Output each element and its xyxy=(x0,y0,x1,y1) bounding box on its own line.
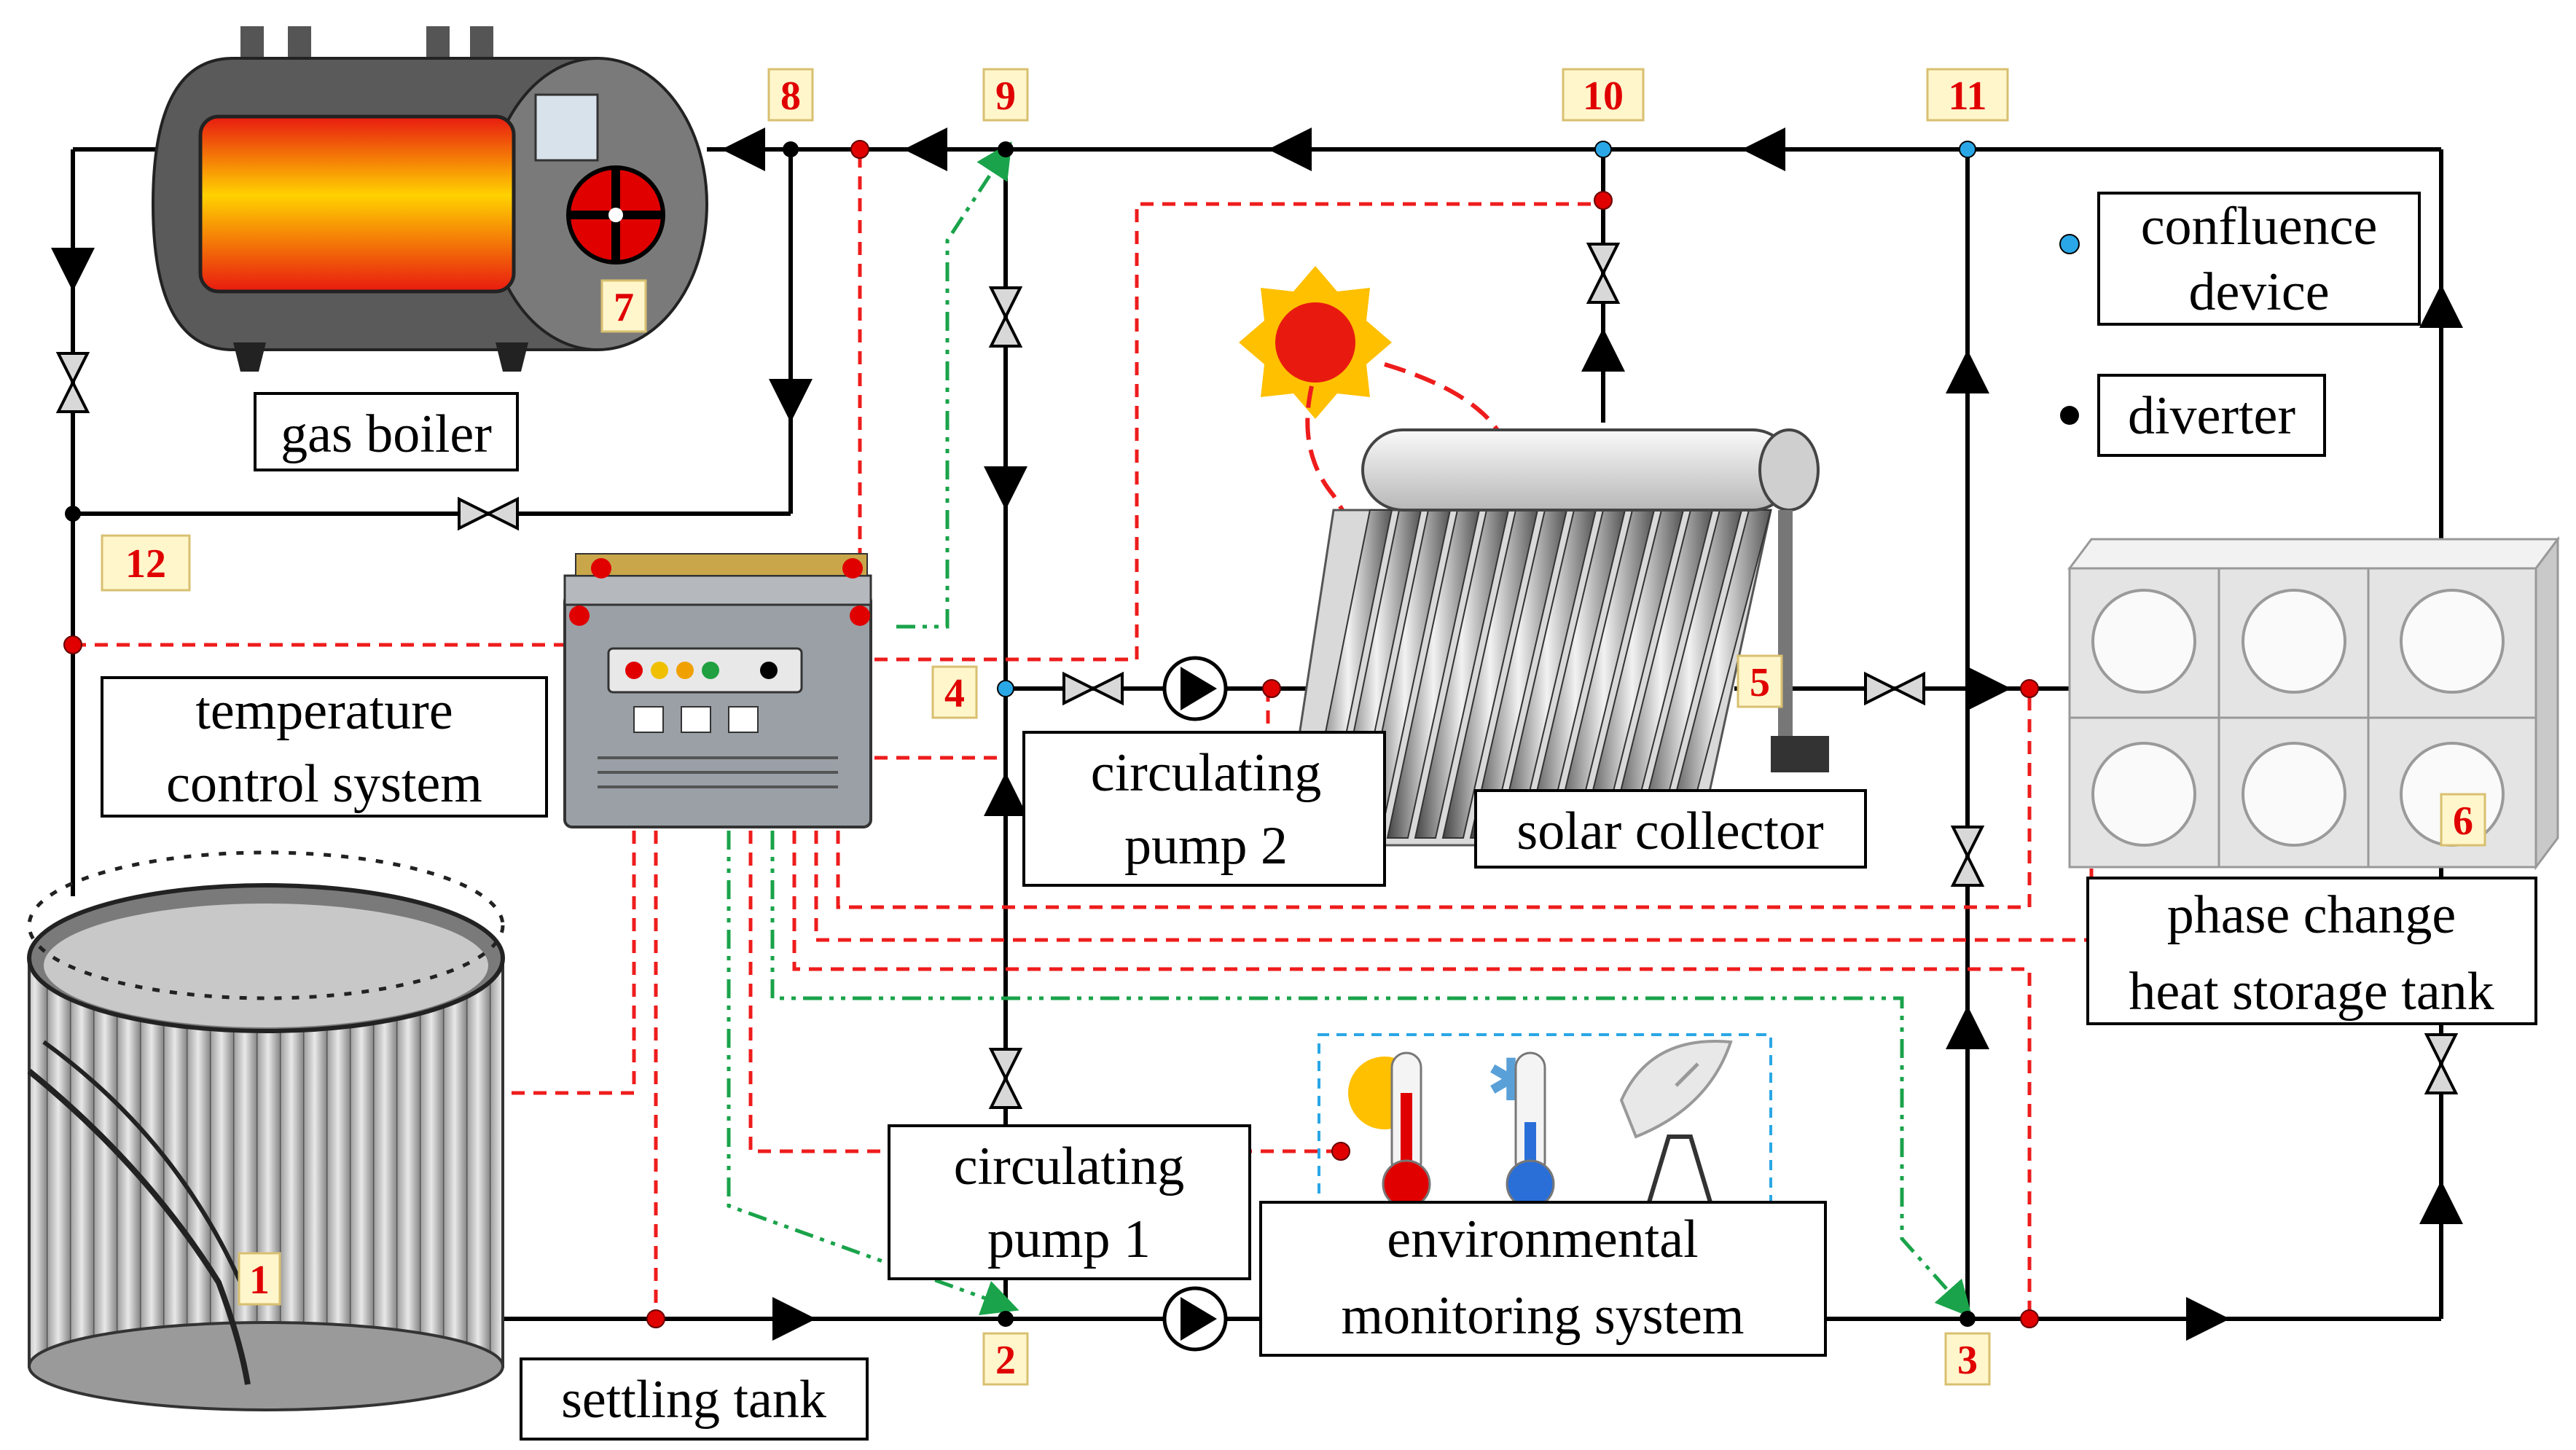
valve-11 xyxy=(1950,826,1985,887)
label-phase-change-tank: phase change heat storage tank xyxy=(2086,877,2537,1025)
svg-text:circulating: circulating xyxy=(1091,743,1321,803)
valve-left xyxy=(55,352,90,413)
svg-text:heat storage tank: heat storage tank xyxy=(2129,962,2494,1022)
node-badge-11: 11 xyxy=(1926,68,2009,122)
label-gas-boiler: gas boiler xyxy=(254,392,519,471)
valve-10 xyxy=(1586,243,1621,304)
node-badge-5: 5 xyxy=(1737,654,1783,708)
environmental-monitoring-icons: ✱ xyxy=(1318,1033,1772,1215)
svg-text:settling tank: settling tank xyxy=(561,1370,826,1430)
control-lines xyxy=(727,141,1973,1318)
node-badge-9: 9 xyxy=(982,68,1029,122)
valve-5 xyxy=(1864,671,1925,706)
svg-text:device: device xyxy=(2188,262,2329,322)
label-environmental-monitoring: environmental monitoring system xyxy=(1259,1201,1827,1357)
node-badge-3: 3 xyxy=(1944,1332,1991,1386)
label-settling-tank: settling tank xyxy=(520,1357,869,1441)
node-badges: 1 2 3 4 5 6 7 8 9 10 11 12 xyxy=(101,68,2486,1386)
svg-text:monitoring system: monitoring system xyxy=(1342,1286,1745,1346)
svg-text:pump 2: pump 2 xyxy=(1124,816,1288,876)
svg-text:solar collector: solar collector xyxy=(1516,802,1823,861)
svg-text:phase change: phase change xyxy=(2167,885,2456,945)
svg-text:10: 10 xyxy=(1583,74,1624,119)
sun-thermometer-icon xyxy=(1348,1051,1431,1209)
node-badge-2: 2 xyxy=(982,1332,1029,1386)
label-temperature-control: temperature control system xyxy=(101,676,548,818)
diverter-dot-2 xyxy=(998,1311,1014,1327)
valve-9 xyxy=(988,286,1023,348)
label-pump-1: circulating pump 1 xyxy=(888,1124,1251,1280)
svg-text:pump 1: pump 1 xyxy=(987,1210,1151,1269)
svg-text:5: 5 xyxy=(1750,660,1770,705)
svg-text:control system: control system xyxy=(166,754,482,814)
svg-text:confluence: confluence xyxy=(2141,197,2378,256)
confluence-dot-4 xyxy=(997,680,1014,697)
svg-text:circulating: circulating xyxy=(954,1137,1184,1196)
label-pump-2: circulating pump 2 xyxy=(1022,731,1386,887)
svg-text:environmental: environmental xyxy=(1387,1210,1698,1269)
svg-text:12: 12 xyxy=(125,541,166,587)
pump-2-icon xyxy=(1162,656,1228,721)
svg-text:7: 7 xyxy=(614,285,634,330)
svg-text:1: 1 xyxy=(249,1258,270,1303)
svg-text:temperature: temperature xyxy=(195,681,453,741)
label-solar-collector: solar collector xyxy=(1474,789,1867,869)
valve-lower-left xyxy=(988,1048,1023,1109)
svg-text:diverter: diverter xyxy=(2128,386,2295,446)
svg-text:8: 8 xyxy=(780,74,801,119)
valve-bypass xyxy=(458,496,519,531)
svg-text:6: 6 xyxy=(2453,799,2473,844)
confluence-dot-10 xyxy=(1594,141,1612,158)
snow-thermometer-icon: ✱ xyxy=(1487,1049,1555,1209)
svg-text:2: 2 xyxy=(995,1338,1016,1383)
diverter-dot-9 xyxy=(998,141,1014,157)
valve-4 xyxy=(1062,671,1124,706)
diverter-dot-8 xyxy=(783,141,799,157)
svg-text:4: 4 xyxy=(944,671,965,716)
node-badge-6: 6 xyxy=(2440,793,2486,847)
satellite-dish-icon xyxy=(1619,1040,1733,1212)
pump-1-icon xyxy=(1162,1286,1228,1352)
node-badge-1: 1 xyxy=(238,1252,281,1306)
temperature-controller-illustration xyxy=(563,553,872,828)
svg-text:11: 11 xyxy=(1949,74,1987,119)
legend-confluence: confluence device xyxy=(2059,192,2421,326)
node-badge-10: 10 xyxy=(1562,68,1645,122)
valve-right xyxy=(2424,1033,2459,1094)
node-badge-7: 7 xyxy=(600,279,647,333)
diverter-dot-12 xyxy=(65,506,81,522)
diverter-dot-3 xyxy=(1960,1311,1976,1327)
phase-change-tank-illustration xyxy=(2067,536,2560,871)
svg-text:3: 3 xyxy=(1957,1338,1978,1383)
settling-tank-illustration xyxy=(27,850,505,1411)
confluence-dot-11 xyxy=(1959,141,1976,158)
gas-boiler-illustration xyxy=(151,26,708,372)
node-badge-4: 4 xyxy=(931,665,978,719)
valves xyxy=(55,243,2459,1109)
svg-text:9: 9 xyxy=(995,74,1016,119)
svg-text:gas boiler: gas boiler xyxy=(281,404,492,464)
legend-diverter: diverter xyxy=(2060,374,2326,457)
node-badge-12: 12 xyxy=(101,534,191,592)
node-badge-8: 8 xyxy=(767,68,814,122)
junctions xyxy=(65,141,1976,1327)
